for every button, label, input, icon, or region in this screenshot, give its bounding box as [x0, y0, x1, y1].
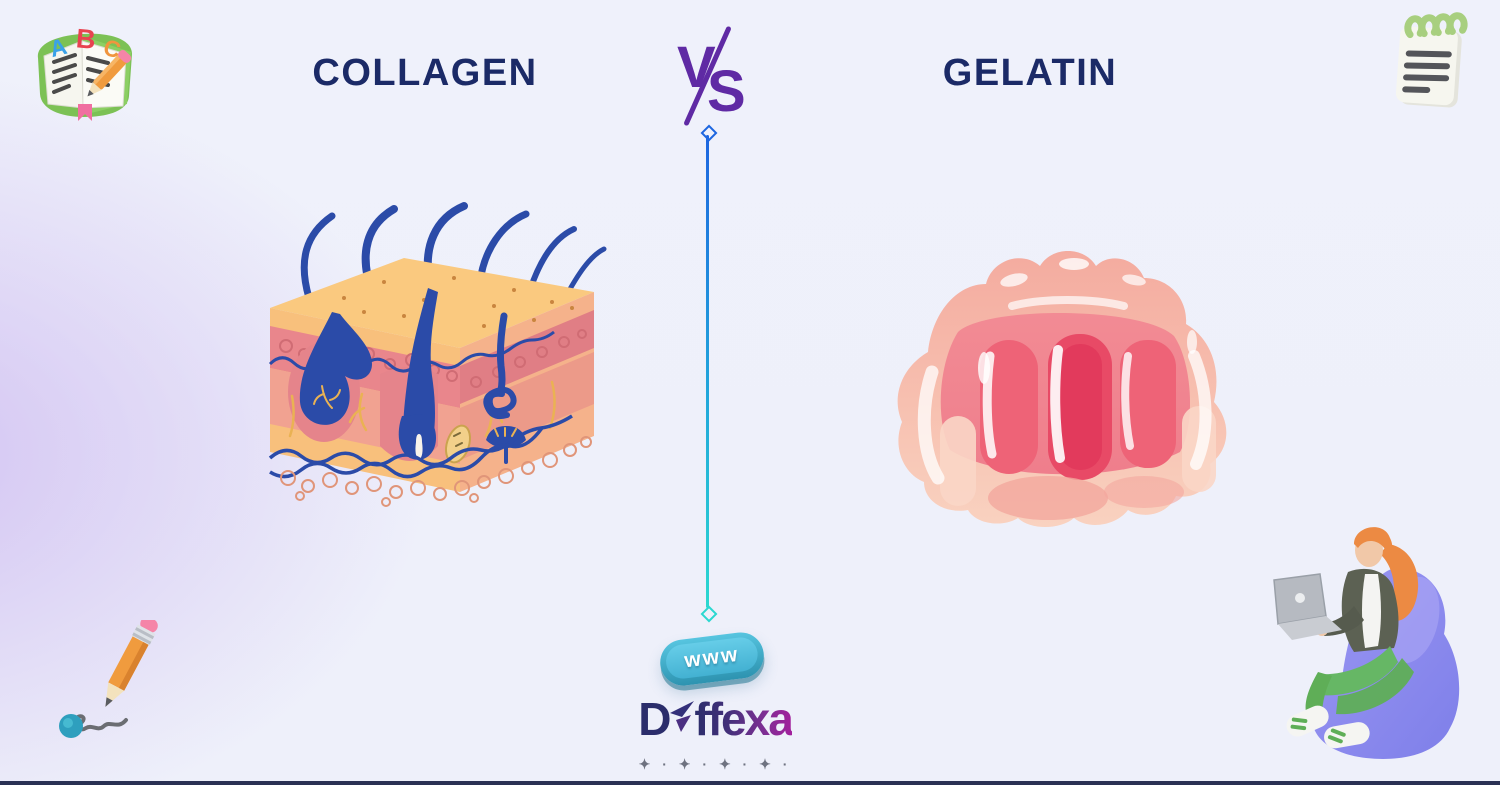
www-badge-face: www [664, 635, 760, 681]
open-book-abc-icon: A B C [37, 23, 132, 121]
brand-logo: D ffexa [600, 693, 830, 745]
www-badge[interactable]: www [657, 629, 767, 689]
pencil-scribble-icon [59, 620, 158, 738]
divider-line [706, 135, 709, 608]
left-title: COLLAGEN [312, 52, 538, 94]
person-on-beanbag-laptop-icon [1273, 527, 1460, 759]
bottom-edge-bar [0, 781, 1500, 785]
right-title: GELATIN [942, 52, 1118, 94]
svg-text:A: A [47, 33, 69, 62]
svg-text:B: B [75, 23, 97, 55]
vs-letter-v: V [677, 35, 716, 100]
gelatin-jelly-illustration [897, 251, 1227, 527]
divider-bottom-diamond [700, 605, 718, 623]
brand-arrow-icon [670, 701, 695, 732]
skin-cross-section-illustration [268, 202, 607, 507]
brand-suffix: ffexa [694, 693, 793, 745]
vs-logo: V S [655, 25, 765, 127]
brand-letter-d: D [638, 693, 671, 745]
www-label: www [683, 642, 741, 673]
vs-letter-s: S [707, 59, 746, 124]
sparkle-divider: ✦ · ✦ · ✦ · ✦ · [638, 756, 792, 772]
spiral-notepad-icon [1395, 12, 1468, 108]
divider-top-diamond [700, 124, 718, 142]
